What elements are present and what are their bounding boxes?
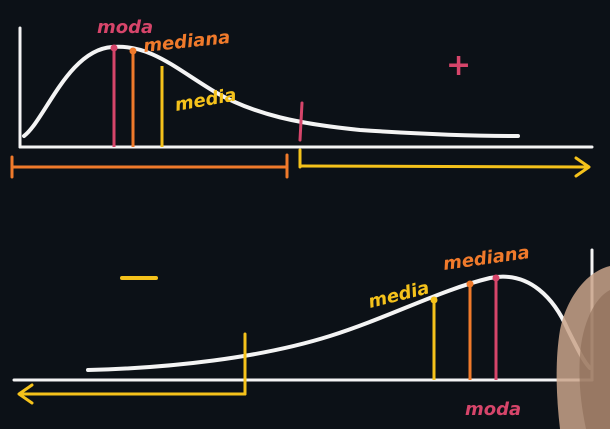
top-right-arrow-head: [574, 156, 591, 178]
top-right-arrow-shaft: [298, 164, 590, 169]
bottom-mediana-dot: [466, 280, 474, 288]
top-divider-tick: [298, 101, 304, 142]
top-distribution-curve: [22, 44, 520, 138]
top-mediana-label: mediana: [142, 27, 231, 57]
top-media-label: media: [173, 84, 238, 115]
bottom-media-dot: [430, 296, 438, 304]
bottom-moda-label: moda: [465, 399, 521, 420]
top-mediana-dot: [129, 47, 137, 55]
bottom-media-label: media: [366, 277, 431, 312]
top-moda-dot: [110, 44, 118, 52]
bottom-distribution-curve: [86, 274, 592, 372]
top-panel-positive-skew: moda mediana media +: [10, 17, 594, 179]
presenter-shadow: [579, 290, 610, 429]
bottom-panel-negative-skew: media mediana moda −: [12, 242, 594, 420]
top-sign-plus: +: [446, 48, 471, 83]
top-moda-label: moda: [97, 17, 153, 38]
bottom-mediana-label: mediana: [442, 242, 531, 275]
bottom-left-arrow-head: [17, 383, 34, 405]
bottom-moda-dot: [492, 274, 500, 282]
